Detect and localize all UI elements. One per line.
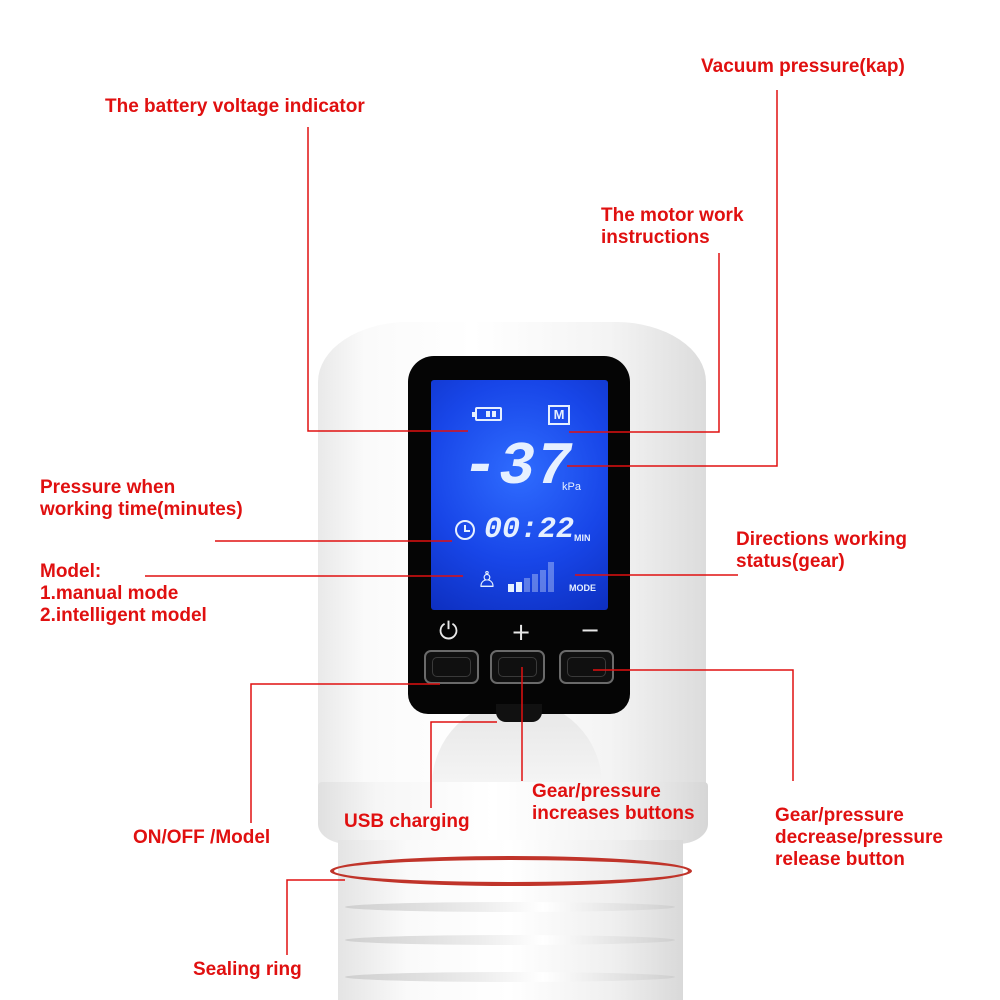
clock-icon: [455, 520, 475, 540]
pressure-readout: -37: [462, 434, 574, 502]
label-usb-charging: USB charging: [344, 811, 470, 832]
device-base-collar: [318, 782, 708, 844]
label-sealing-ring: Sealing ring: [193, 959, 302, 980]
gear-bar-4: [532, 574, 538, 592]
callout-vacuum: [567, 90, 778, 467]
sealing-ring: [330, 856, 692, 886]
power-button[interactable]: [424, 650, 479, 684]
callout-ring: [286, 879, 345, 955]
time-readout: 00:22: [484, 513, 575, 547]
callout-onoff: [250, 683, 440, 823]
label-gear-increase: Gear/pressure increases buttons: [532, 781, 695, 824]
power-icon: ⏻: [439, 617, 458, 645]
callout-decrease: [593, 669, 794, 781]
label-directions: Directions working status(gear): [736, 529, 908, 572]
decrease-button[interactable]: [559, 650, 614, 684]
lcd-screen: [431, 380, 608, 610]
gear-bar-2: [516, 582, 522, 592]
callout-usb: [430, 721, 497, 808]
usb-port[interactable]: [496, 704, 542, 722]
gear-bar-3: [524, 578, 530, 592]
time-unit: MIN: [574, 533, 591, 543]
label-motor-work: The motor work instructions: [601, 205, 744, 248]
mode-label: MODE: [569, 583, 596, 593]
pressure-unit: kPa: [562, 481, 581, 493]
label-on-off: ON/OFF /Model: [133, 827, 271, 848]
gear-bar-6: [548, 562, 554, 592]
plus-icon: +: [511, 618, 532, 646]
callout-battery: [307, 127, 468, 432]
callout-motor: [569, 253, 720, 433]
label-vacuum-pressure: Vacuum pressure(kap): [701, 56, 905, 77]
label-model: Model: 1.manual mode 2.intelligent model: [40, 561, 207, 626]
cylinder-groove: [345, 902, 675, 912]
intelligent-mode-icon: ♙: [477, 567, 497, 592]
gear-bar-5: [540, 570, 546, 592]
gear-level-indicator: [508, 558, 558, 592]
increase-button[interactable]: [490, 650, 545, 684]
gear-bar-1: [508, 584, 514, 592]
cylinder-groove: [345, 972, 675, 982]
minus-icon: −: [580, 616, 601, 644]
cylinder-groove: [345, 935, 675, 945]
battery-icon: [472, 407, 502, 421]
label-pressure-time: Pressure when working time(minutes): [40, 477, 243, 520]
manual-mode-icon: M: [548, 405, 570, 425]
label-battery-indicator: The battery voltage indicator: [105, 96, 365, 117]
label-gear-decrease: Gear/pressure decrease/pressure release …: [775, 805, 943, 870]
